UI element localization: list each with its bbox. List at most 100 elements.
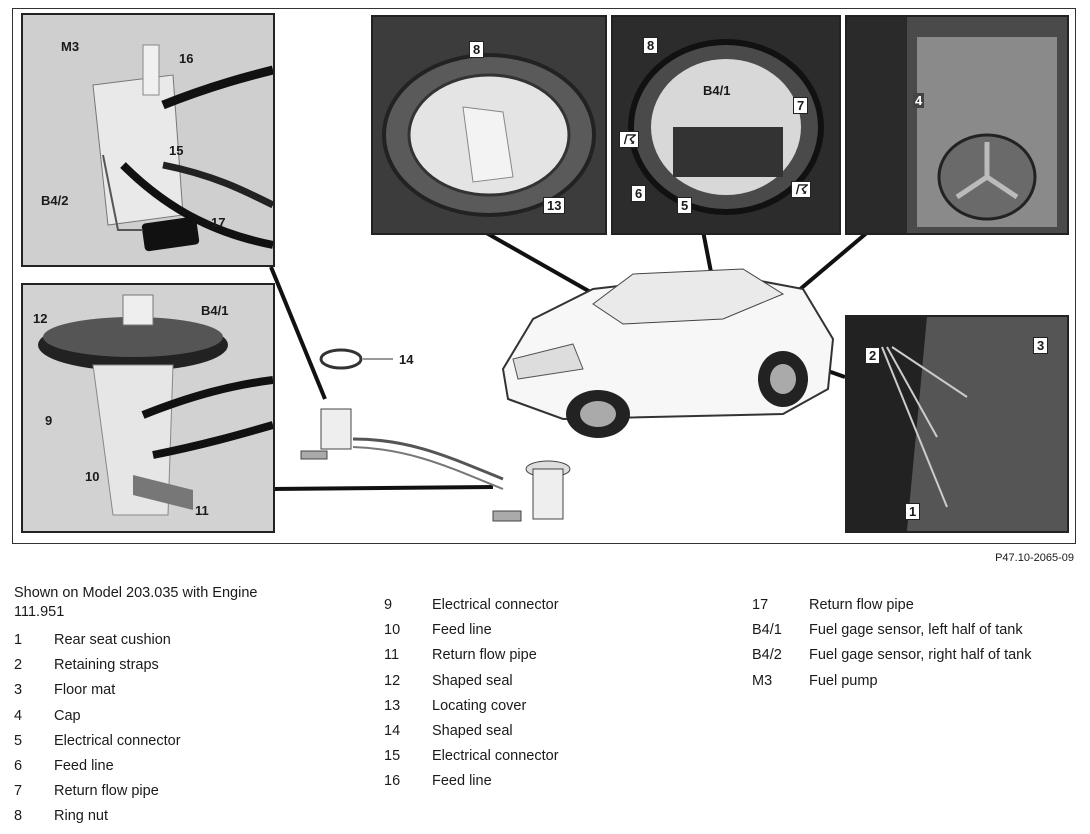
legend-item: 1 Rear seat cushion (14, 628, 314, 653)
legend-value: Fuel gage sensor, right half of tank (809, 647, 1032, 664)
legend-value: Fuel pump (809, 672, 878, 689)
legend-value: Shaped seal (432, 672, 513, 689)
fuel-assembly-sketch (300, 348, 571, 522)
legend-key: 2 (14, 657, 23, 674)
legend-item: 16 Feed line (384, 769, 704, 794)
legend-value: Shaped seal (432, 722, 513, 739)
screwdriver-icon: ☈ (791, 181, 811, 198)
legend-value: Fuel gage sensor, left half of tank (809, 622, 1023, 639)
figure-reference: P47.10-2065-09 (995, 552, 1074, 564)
legend-value: Retaining straps (54, 657, 159, 674)
legend-value: Feed line (432, 622, 492, 639)
callout-floor-3: 3 (1033, 337, 1049, 354)
legend-key: 14 (384, 722, 401, 739)
legend-key: M3 (752, 672, 773, 689)
legend-item: 8 Ring nut (14, 804, 314, 829)
legend-item: 11 Return flow pipe (384, 643, 704, 668)
legend-item: 15 Electrical connector (384, 744, 704, 769)
legend-item: M3 Fuel pump (752, 669, 1082, 694)
callout-cap-4: 4 (913, 93, 925, 108)
legend-item: 4 Cap (14, 704, 314, 729)
callout-conn-5: 5 (677, 197, 693, 214)
legend-key: 7 (14, 783, 23, 800)
callout-conn-8: 8 (643, 37, 659, 54)
legend-key: 13 (384, 697, 401, 714)
callout-conn-b4-1: B4/1 (703, 83, 731, 98)
legend-value: Feed line (54, 757, 114, 774)
callout-pump-b4-2: B4/2 (41, 193, 69, 208)
legend-value: Electrical connector (432, 748, 559, 765)
legend-key: 16 (384, 773, 401, 790)
callout-floor-2: 2 (865, 347, 881, 364)
screwdriver-icon: ☈ (619, 131, 639, 148)
callout-ring-13: 13 (543, 197, 566, 214)
callout-sensor-9: 9 (45, 413, 53, 428)
floor-illustration (847, 317, 1067, 531)
callout-conn-6: 6 (631, 185, 647, 202)
legend-item: 13 Locating cover (384, 694, 704, 719)
fuel-gage-sensor-photo (21, 283, 275, 533)
legend-item: 3 Floor mat (14, 678, 314, 703)
ring-nut-illustration (373, 17, 605, 233)
callout-pump-15: 15 (169, 143, 184, 158)
legend-value: Floor mat (54, 682, 116, 699)
legend-item: 7 Return flow pipe (14, 779, 314, 804)
callout-pump-17: 17 (211, 215, 226, 230)
legend-key: 8 (14, 808, 23, 825)
legend-key: 5 (14, 732, 23, 749)
legend-key: B4/1 (752, 622, 782, 639)
legend-item: 14 Shaped seal (384, 719, 704, 744)
legend-value: Electrical connector (54, 732, 181, 749)
legend-item: B4/1 Fuel gage sensor, left half of tank (752, 618, 1082, 643)
legend-key: 9 (384, 597, 393, 613)
legend-item: 2 Retaining straps (14, 653, 314, 678)
car-illustration (501, 268, 835, 438)
legend-key: 12 (384, 672, 401, 689)
legend-value: Cap (54, 707, 81, 724)
diagram-figure: M3 16 15 B4/2 17 1 2 B4/1 9 10 11 14 (12, 8, 1076, 544)
callout-pump-m3: M3 (61, 39, 80, 54)
legend-item: 17 Return flow pipe (752, 593, 1082, 618)
legend-item: 5 Electrical connector (14, 729, 314, 754)
fuel-pump-photo (21, 13, 275, 267)
legend-item: B4/2 Fuel gage sensor, right half of tank (752, 643, 1082, 668)
legend-item: 9 Electrical connector (384, 593, 704, 618)
legend-key: 11 (384, 647, 400, 664)
legend-key: 1 (14, 632, 23, 648)
legend-value: Ring nut (54, 808, 109, 825)
legend-key: B4/2 (752, 647, 782, 664)
callout-sensor-11: 11 (195, 503, 209, 518)
legend-value: Electrical connector (432, 597, 559, 613)
legend-intro: Shown on Model 203.035 with Engine 111.9… (14, 585, 258, 620)
callout-pump-16: 16 (179, 51, 194, 66)
legend-value: Rear seat cushion (54, 632, 171, 648)
legend-item: 6 Feed line (14, 754, 314, 779)
legend-key: 17 (752, 597, 769, 613)
cap-photo (845, 15, 1069, 235)
callout-ring-8: 8 (469, 41, 485, 58)
fuel-pump-illustration (23, 15, 273, 265)
legend-value: Locating cover (432, 697, 527, 714)
legend-key: 15 (384, 748, 401, 765)
legend-value: Return flow pipe (432, 647, 537, 664)
legend-value: Feed line (432, 773, 492, 790)
floor-photo (845, 315, 1069, 533)
legend-column-1: Shown on Model 203.035 with Engine 111.9… (14, 584, 314, 830)
legend-item: 10 Feed line (384, 618, 704, 643)
legend-key: 4 (14, 707, 23, 724)
callout-conn-7: 7 (793, 97, 809, 114)
legend-value: Return flow pipe (54, 783, 159, 800)
fuel-gage-sensor-illustration (23, 285, 273, 531)
legend-key: 10 (384, 622, 401, 639)
legend-key: 3 (14, 682, 23, 699)
legend-value: Return flow pipe (809, 597, 914, 613)
legend-item: 12 Shaped seal (384, 669, 704, 694)
cap-illustration (847, 17, 1067, 233)
callout-seal-14: 14 (399, 352, 414, 367)
callout-floor-1: 1 (905, 503, 921, 520)
legend-key: 6 (14, 757, 23, 774)
callout-sensor-b4-1: B4/1 (201, 303, 229, 318)
callout-sensor-10: 10 (85, 469, 100, 484)
